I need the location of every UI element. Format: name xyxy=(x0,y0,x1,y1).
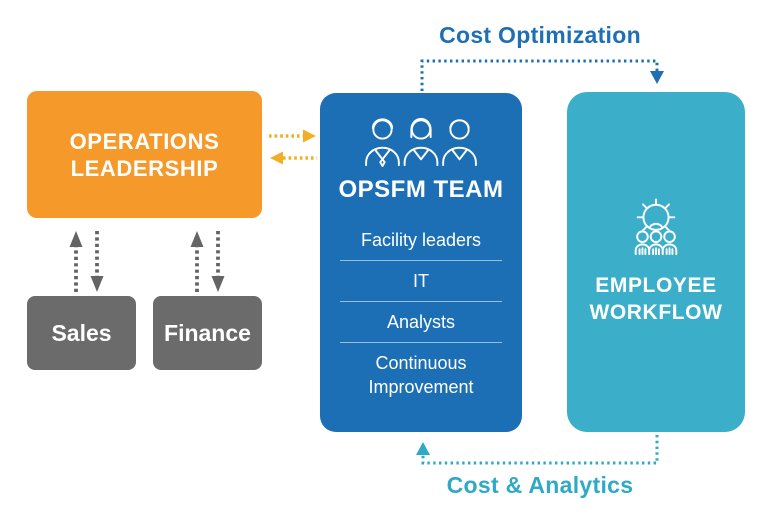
team-people-icon xyxy=(365,117,477,167)
workflow-gear-icon xyxy=(634,198,678,256)
finance-label: Finance xyxy=(164,319,251,346)
opsfm-team-box: OPSFM TEAM Facility leaders IT Analysts … xyxy=(320,93,522,432)
cost-optimization-label: Cost Optimization xyxy=(439,22,641,48)
operations-leadership-title: OPERATIONS LEADERSHIP xyxy=(69,128,220,181)
employee-workflow-box: EMPLOYEE WORKFLOW xyxy=(567,92,745,432)
employee-workflow-title: EMPLOYEE WORKFLOW xyxy=(589,274,723,324)
sales-box: Sales xyxy=(27,296,136,370)
team-member: Facility leaders xyxy=(360,230,482,250)
member-divider xyxy=(340,342,502,343)
cost-analytics-arrow xyxy=(416,435,659,465)
member-divider xyxy=(340,260,502,261)
cost-optimization-arrow xyxy=(420,59,664,91)
team-member: Analysts xyxy=(386,312,456,332)
operations-leadership-box: OPERATIONS LEADERSHIP xyxy=(27,91,262,218)
member-divider xyxy=(340,301,502,302)
finance-box: Finance xyxy=(153,296,262,370)
leadership-sales-arrows xyxy=(69,231,104,292)
leadership-team-arrows xyxy=(269,129,317,165)
team-member: Continuous Improvement xyxy=(368,353,474,397)
opsfm-team-title: OPSFM TEAM xyxy=(338,176,504,203)
cost-analytics-label: Cost & Analytics xyxy=(446,472,634,498)
sales-label: Sales xyxy=(51,319,112,346)
leadership-finance-arrows xyxy=(190,231,225,292)
team-member: IT xyxy=(413,271,429,291)
